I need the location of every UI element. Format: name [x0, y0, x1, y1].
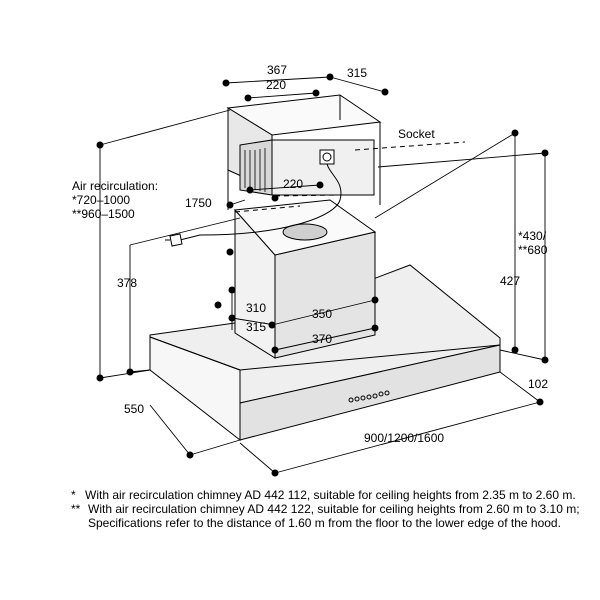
dim-220-mid: 220 [283, 177, 303, 191]
power-cable [179, 163, 342, 241]
dimension-labels: Air recirculation: *720–1000 **960–1500 … [72, 63, 548, 445]
upper-chimney [165, 94, 382, 247]
dim-220-top: 220 [266, 78, 286, 92]
footnote-2: ** With air recirculation chimney AD 442 … [71, 502, 591, 530]
dim-367: 367 [267, 63, 287, 77]
dim-427: 427 [500, 274, 520, 288]
dim-315-top: 315 [347, 66, 367, 80]
dim-350: 350 [312, 307, 332, 321]
label-air-recirculation: Air recirculation: [72, 179, 158, 193]
dim-102: 102 [528, 377, 548, 391]
dim-550: 550 [124, 402, 144, 416]
footnotes: * With air recirculation chimney AD 442 1… [71, 488, 591, 530]
control-buttons [348, 390, 390, 403]
dimension-dots [96, 73, 549, 477]
label-air-recirc-opt2: **960–1500 [72, 207, 135, 221]
dim-900-1200-1600: 900/1200/1600 [364, 431, 444, 445]
footnote-1-text: With air recirculation chimney AD 442 11… [85, 488, 576, 502]
filter-grille [244, 148, 266, 192]
dimension-lines [99, 76, 546, 474]
dim-1750: 1750 [185, 196, 212, 210]
label-air-recirc-opt1: *720–1000 [72, 193, 130, 207]
dim-378: 378 [117, 276, 137, 290]
footnote-1: * With air recirculation chimney AD 442 1… [71, 488, 591, 502]
socket-box [319, 149, 335, 165]
label-socket: Socket [398, 127, 435, 141]
dim-370: 370 [312, 332, 332, 346]
dim-315-low: 315 [246, 320, 266, 334]
footnote-2-text: With air recirculation chimney AD 442 12… [88, 502, 580, 530]
dashed-guides [234, 141, 466, 213]
dim-310: 310 [246, 301, 266, 315]
dim-430: *430/ [518, 229, 547, 243]
footnote-1-mark: * [71, 488, 76, 502]
fan-outlet [282, 223, 328, 241]
lower-chimney [233, 199, 377, 359]
power-plug-icon [169, 233, 183, 247]
dim-680: **680 [518, 243, 548, 257]
socket-icon [322, 152, 332, 162]
footnote-2-mark: ** [71, 502, 81, 516]
